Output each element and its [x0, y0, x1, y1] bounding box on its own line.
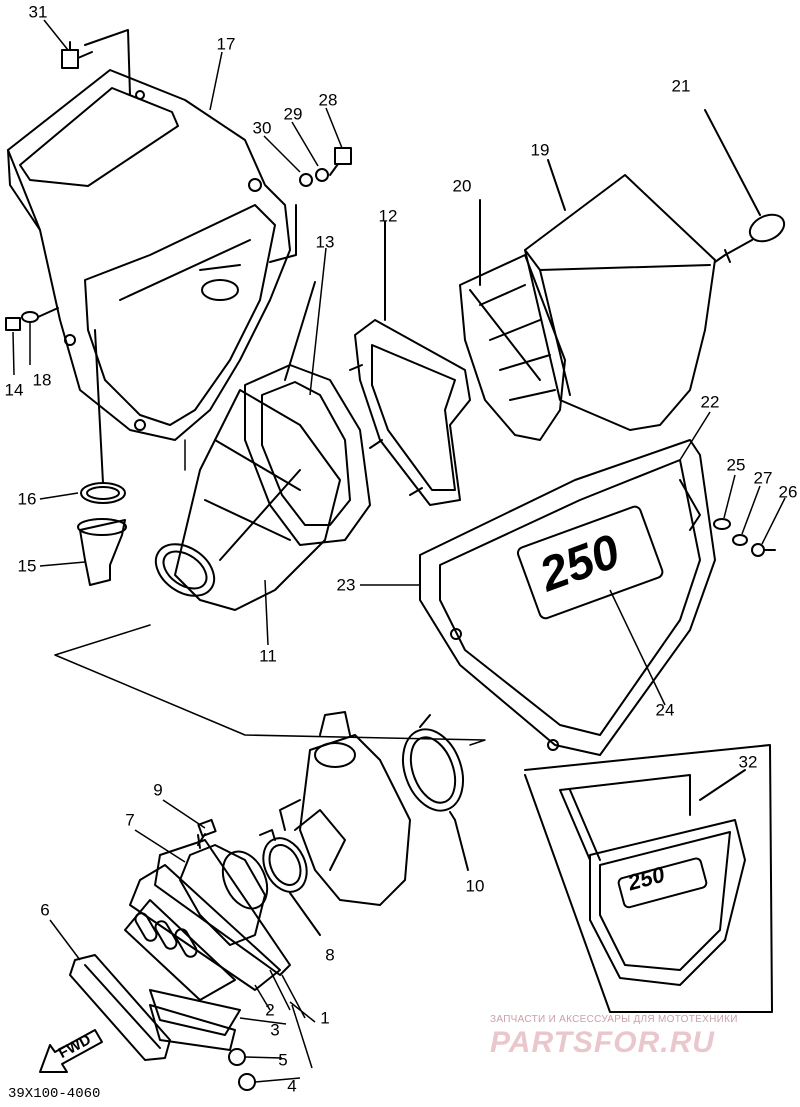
leader-lines	[12, 19, 786, 1083]
callout-26: 26	[778, 482, 798, 502]
callout-14: 14	[4, 380, 24, 400]
callout-4: 4	[287, 1076, 297, 1096]
callout-1: 1	[320, 1008, 330, 1028]
callout-25: 25	[726, 455, 746, 475]
fwd-arrow-icon	[39, 1029, 103, 1073]
callout-19: 19	[530, 140, 550, 160]
callout-12: 12	[378, 206, 398, 226]
carburetor-joint-part-7	[179, 834, 269, 946]
diagram-part-code: 39X100-4060	[8, 1086, 101, 1102]
element-guide-part-20	[459, 199, 566, 441]
callout-21: 21	[671, 76, 691, 96]
callout-2: 2	[265, 1000, 275, 1020]
bolt-part-31	[61, 29, 131, 96]
reed-valve-assembly	[124, 839, 291, 1091]
callout-9: 9	[153, 780, 163, 800]
gasket-part-6	[69, 954, 171, 1061]
callout-3: 3	[270, 1020, 280, 1040]
callout-30: 30	[252, 118, 272, 138]
air-cleaner-joint-part-11	[154, 389, 341, 611]
wing-bolt-part-21	[704, 109, 786, 263]
filter-element-part-19	[524, 159, 716, 431]
cover-fasteners-parts-25-27	[713, 518, 776, 557]
filter-holder-part-12	[349, 221, 471, 506]
callout-20: 20	[452, 176, 472, 196]
fasteners-parts-28-30	[269, 147, 352, 263]
callout-28: 28	[318, 90, 338, 110]
callout-17: 17	[216, 34, 236, 54]
washer-part-18	[21, 307, 59, 323]
callout-16: 16	[17, 489, 37, 509]
callout-11: 11	[259, 646, 277, 666]
clamp-part-8	[259, 829, 321, 936]
callout-6: 6	[40, 900, 50, 920]
callout-32: 32	[738, 752, 758, 772]
callout-31: 31	[28, 2, 48, 22]
seal-part-16	[80, 329, 126, 504]
callout-5: 5	[278, 1050, 288, 1070]
grommet-part-15	[77, 518, 127, 586]
nut-part-14	[5, 317, 21, 331]
callout-13: 13	[315, 232, 335, 252]
callout-8: 8	[325, 945, 335, 965]
callout-15: 15	[17, 556, 37, 576]
carburetor	[279, 711, 411, 906]
bolt-part-9	[197, 818, 217, 846]
inset-cover-part-32	[524, 744, 773, 1013]
callout-24: 24	[655, 700, 675, 720]
air-box-part-17	[7, 69, 291, 441]
callout-7: 7	[125, 810, 135, 830]
callout-10: 10	[465, 876, 485, 896]
callout-29: 29	[283, 104, 303, 124]
side-cover-part-23	[419, 439, 716, 756]
watermark-brand: PARTSFOR.RU	[490, 1026, 715, 1059]
watermark-tagline: ЗАПЧАСТИ И АКСЕССУАРЫ ДЛЯ МОТОТЕХНИКИ	[490, 1014, 738, 1025]
callout-27: 27	[753, 468, 773, 488]
assembly-boundary-lines	[54, 439, 486, 746]
callout-18: 18	[32, 370, 52, 390]
gasket-part-13	[244, 281, 371, 546]
callout-22: 22	[700, 392, 720, 412]
callout-23: 23	[336, 575, 356, 595]
